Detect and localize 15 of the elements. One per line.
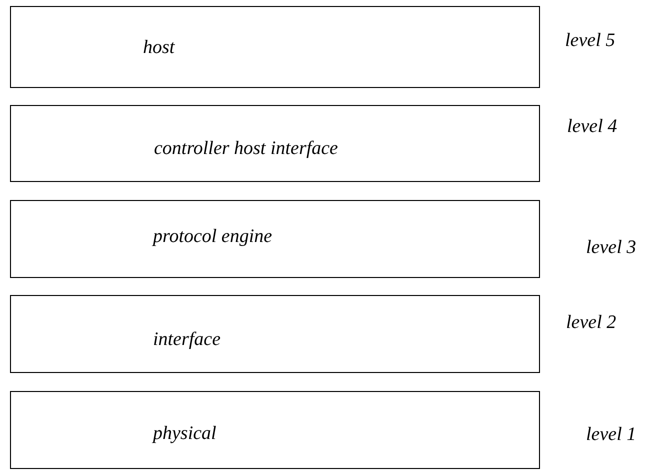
- level-label: level 2: [566, 313, 616, 332]
- level-label: level 5: [565, 31, 616, 50]
- layer-name: interface: [153, 330, 221, 349]
- layer-name: controller host interface: [154, 139, 338, 158]
- level-label: level 4: [567, 117, 618, 136]
- level-label: level 1: [586, 425, 636, 444]
- layer-name: physical: [153, 424, 216, 443]
- layer-box: [10, 6, 540, 88]
- level-label: level 3: [586, 238, 636, 257]
- layer-box: [10, 295, 540, 373]
- layer-name: host: [143, 38, 175, 57]
- layer-name: protocol engine: [153, 227, 272, 246]
- layer-box: [10, 200, 540, 278]
- layer-box: [10, 391, 540, 469]
- layer-box: [10, 105, 540, 182]
